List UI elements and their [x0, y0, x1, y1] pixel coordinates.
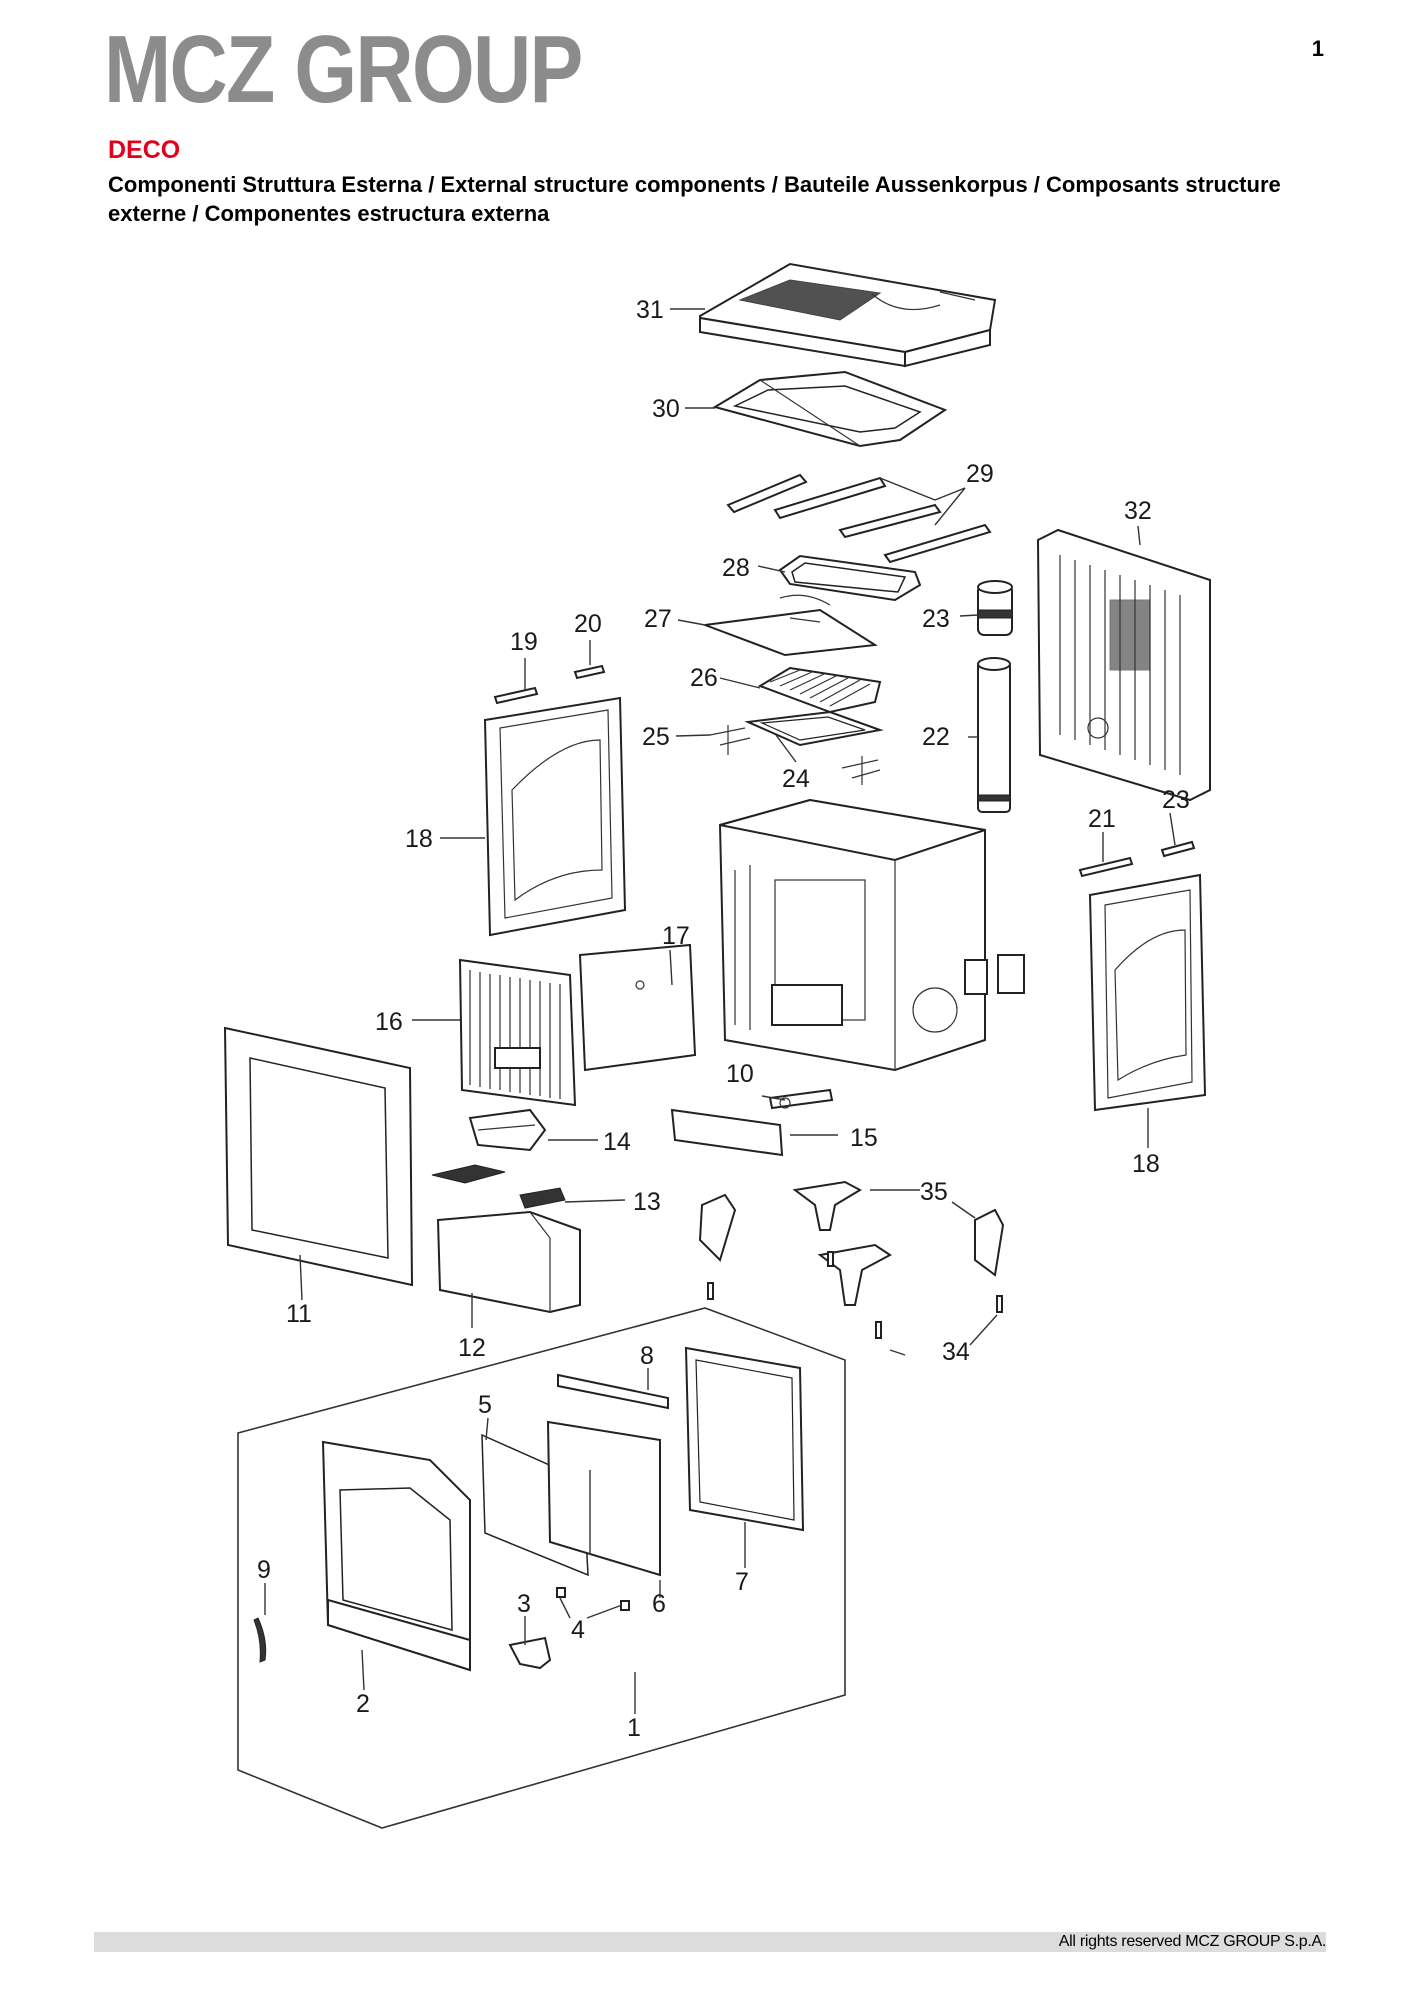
callout-15: 15 [850, 1124, 878, 1152]
part-18-side-panel-right [1088, 873, 1207, 1112]
callout-30: 29 [966, 460, 994, 488]
callout-16: 16 [375, 1008, 403, 1036]
part-19-bracket [493, 686, 539, 705]
callout-9: 9 [257, 1556, 271, 1584]
part-31-top-frame [712, 370, 948, 448]
part-18-side-panel-left [483, 696, 627, 937]
part-27-heat-exchanger [757, 666, 882, 714]
part-29-gasket [778, 554, 922, 602]
part-1-door-assembly [237, 1307, 846, 1829]
part-14-ash-drawer-front [468, 1108, 547, 1152]
part-10-igniter [768, 1088, 834, 1110]
callout-12: 12 [458, 1334, 486, 1362]
callout-10: 10 [726, 1060, 754, 1088]
callout-25: 24 [782, 765, 810, 793]
part-23-pipe [977, 657, 1011, 813]
part-17-inner-panel [578, 943, 697, 1072]
part-6-glass [546, 1420, 661, 1577]
part-16-front-grille [458, 958, 577, 1107]
callout-2: 2 [356, 1690, 370, 1718]
callout-34: 34 [942, 1338, 970, 1366]
model-name: DECO [108, 136, 181, 164]
callout-23: 22 [922, 723, 950, 751]
part-9-handle [253, 1617, 267, 1663]
part-8-bar [557, 1373, 669, 1410]
part-24-pipe-adapter [977, 580, 1013, 636]
callout-3: 3 [517, 1590, 531, 1618]
callout-8: 8 [640, 1342, 654, 1370]
callout-5: 5 [478, 1391, 492, 1419]
callout-28: 27 [644, 605, 672, 633]
copyright-text: All rights reserved MCZ GROUP S.p.A. [1058, 1933, 1327, 1950]
part-15-cover-strip [670, 1108, 784, 1157]
callout-32: 31 [636, 296, 664, 324]
callout-33: 32 [1124, 497, 1152, 525]
callout-18-right: 18 [1132, 1150, 1160, 1178]
leader-lines [264, 308, 1176, 1714]
callout-14: 14 [603, 1128, 631, 1156]
callout-17: 17 [662, 922, 690, 950]
part-34-screws [707, 1251, 1003, 1339]
part-33-back-panel [1036, 528, 1211, 802]
callout-1: 1 [627, 1714, 641, 1742]
footer-bar [94, 1932, 1326, 1952]
callout-20: 20 [574, 610, 602, 638]
part-2-door [321, 1440, 471, 1672]
stove-body [718, 798, 1025, 1072]
page-number: 1 [1311, 36, 1324, 61]
part-7-door-gasket [684, 1346, 805, 1532]
part-26-clamps [709, 725, 881, 785]
part-28-deflector-plate [704, 594, 878, 657]
callout-4: 4 [571, 1616, 585, 1644]
callout-27: 26 [690, 664, 718, 692]
callout-11: 11 [286, 1300, 312, 1328]
callout-19: 19 [510, 628, 538, 656]
part-25-gasket [744, 710, 884, 747]
part-20-bracket [573, 664, 606, 680]
callout-35: 35 [920, 1178, 948, 1206]
callout-26: 25 [642, 723, 670, 751]
callout-24: 23 [922, 605, 950, 633]
page-title: Componenti Struttura Esterna / External … [108, 172, 1281, 226]
callout-22: 23 [1162, 786, 1190, 814]
part-21-hinge-bar [1078, 856, 1134, 878]
part-11-front-frame [223, 1026, 414, 1287]
callout-13: 13 [633, 1188, 661, 1216]
part-32-top-cover [699, 262, 997, 368]
part-12-ash-box [436, 1210, 581, 1314]
callout-18-left: 18 [405, 825, 433, 853]
part-30-brackets [726, 473, 992, 564]
callout-29: 28 [722, 554, 750, 582]
mcz-group-logo: MCZ GROUP [104, 16, 583, 123]
part-35-feet [698, 1180, 1005, 1306]
callout-6: 6 [652, 1590, 666, 1618]
callout-labels: 31 30 29 32 28 27 23 19 20 26 25 22 24 2… [257, 296, 1190, 1742]
callout-21: 21 [1088, 805, 1116, 833]
part-22-hinge-bar [1160, 840, 1196, 858]
callout-31: 30 [652, 395, 680, 423]
callout-7: 7 [735, 1568, 749, 1596]
part-13-grate [431, 1164, 566, 1209]
part-3-latch [508, 1636, 552, 1670]
